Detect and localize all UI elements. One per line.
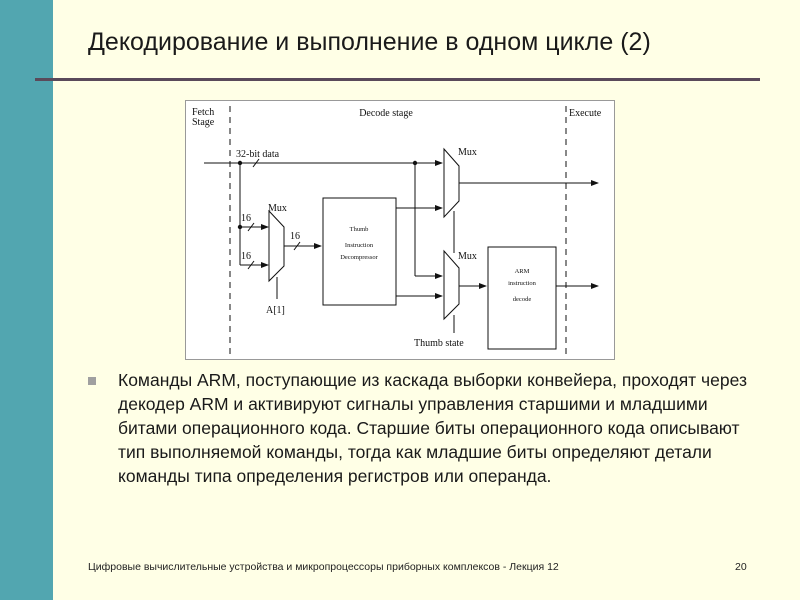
data-32bit-label: 32-bit data <box>236 149 280 160</box>
stage-label: Stage <box>192 117 215 128</box>
mux-label-1: Mux <box>268 203 287 214</box>
arm-box-text: instruction <box>508 280 537 287</box>
arm-box-text: ARM <box>515 268 530 275</box>
bits16-label-2: 16 <box>241 251 251 262</box>
bullet-text: Команды ARM, поступающие из каскада выбо… <box>118 370 748 486</box>
decode-stage-label: Decode stage <box>359 108 413 119</box>
bullet-square-icon <box>88 377 96 385</box>
mux-label-2: Mux <box>458 147 477 158</box>
thumb-box-text: Decompressor <box>340 254 378 261</box>
mux-output <box>443 147 460 219</box>
footer-text: Цифровые вычислительные устройства и мик… <box>88 561 559 573</box>
mux-arm-decode <box>443 249 460 321</box>
mux-label-3: Mux <box>458 251 477 262</box>
title-divider <box>35 78 760 81</box>
mux-thumb-select <box>268 209 285 283</box>
page-number: 20 <box>735 561 747 573</box>
bits16-label-3: 16 <box>290 231 300 242</box>
arm-box-text: decode <box>513 296 532 303</box>
a1-label: A[1] <box>266 305 285 316</box>
diagram-svg: Fetch Stage Decode stage Execute 32-bit … <box>192 106 602 359</box>
sidebar-accent-bar <box>0 0 53 600</box>
thumb-state-label: Thumb state <box>414 338 464 349</box>
thumb-decompressor-box <box>322 197 397 306</box>
pipeline-diagram: Fetch Stage Decode stage Execute 32-bit … <box>185 100 615 360</box>
bits16-label-1: 16 <box>241 213 251 224</box>
arm-decode-box <box>487 246 557 350</box>
slide-title: Декодирование и выполнение в одном цикле… <box>88 28 651 56</box>
thumb-box-text: Thumb <box>350 226 369 233</box>
thumb-box-text: Instruction <box>345 242 374 249</box>
fetch-label: Fetch <box>192 107 214 118</box>
execute-label: Execute <box>569 108 602 119</box>
